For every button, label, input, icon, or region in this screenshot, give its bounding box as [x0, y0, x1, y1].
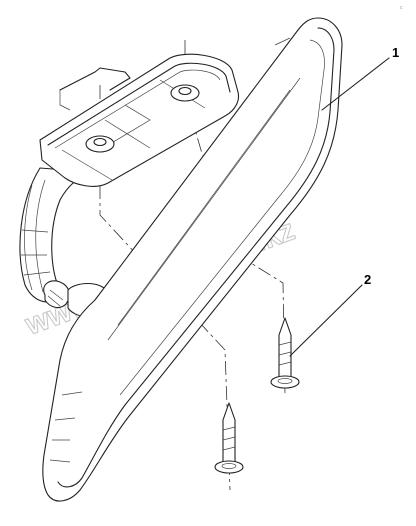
leader-lines	[289, 57, 390, 357]
screw-upper	[270, 317, 300, 389]
mount-plate	[39, 53, 240, 187]
mirror-housing	[42, 17, 343, 502]
corner-mark: c	[400, 5, 403, 11]
screw-lower	[214, 402, 244, 474]
callout-1: 1	[392, 45, 399, 60]
callout-2: 2	[364, 272, 371, 287]
